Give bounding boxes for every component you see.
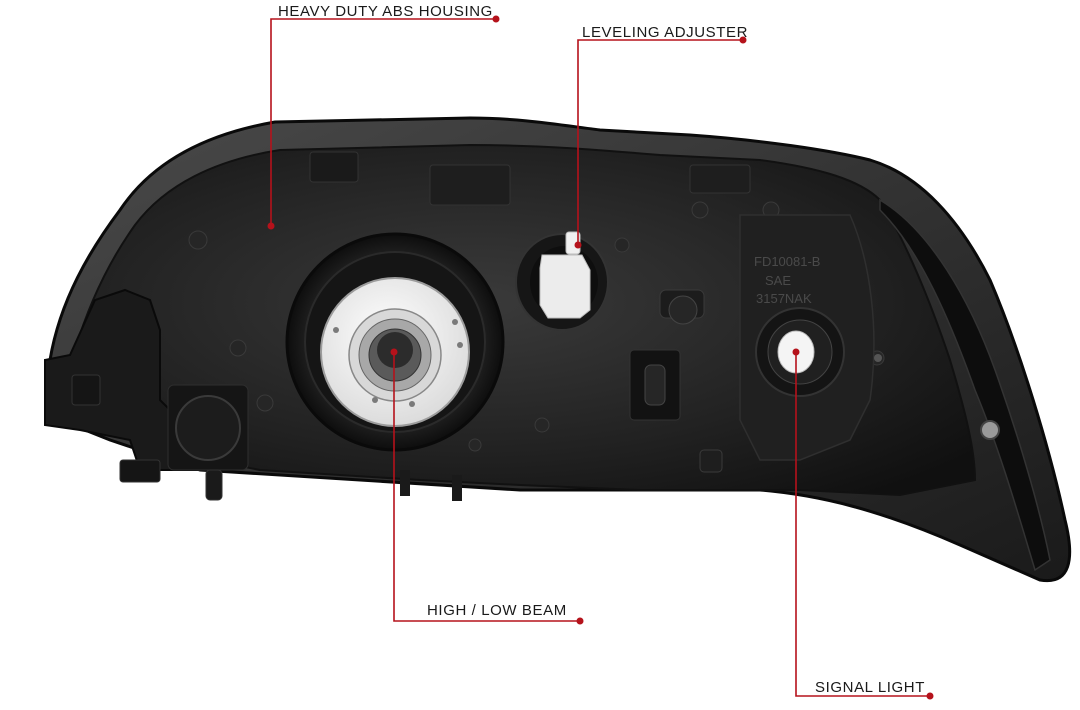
callout-dot-signal-end [926,692,934,700]
callout-dot-signal-start [792,348,800,356]
callout-dots [267,15,934,700]
stamp-line-1: FD10081-B [754,254,820,269]
callout-lines [270,18,930,697]
callout-dot-leveling-start [574,241,582,249]
lower-clip [400,349,723,501]
callout-dot-leveling-end [739,36,747,44]
top-clip-3 [689,164,751,194]
callout-dot-housing-end [492,15,500,23]
stamp-line-3: 3157NAK [756,291,812,306]
callout-label-high-low-beam: HIGH / LOW BEAM [427,602,567,619]
mounting-tab-left [71,374,101,406]
high-low-beam-socket [285,232,505,452]
lens-screw [980,420,1000,440]
leveling-adjuster [515,231,609,331]
lens-edge-right [879,198,1051,572]
top-clip-2 [429,164,511,206]
mounting-tab-left-lower [119,459,161,483]
callout-dot-beam-start [390,348,398,356]
top-clip-1 [309,151,359,183]
callout-line-housing [270,18,496,226]
stamp-line-2: SAE [765,273,791,288]
signal-light-socket [755,307,845,397]
lens-screw-small [874,354,882,362]
callout-dot-beam-end [576,617,584,625]
callout-line-beam [393,352,580,622]
adjuster-post [659,289,705,325]
callout-label-leveling-adjuster: LEVELING ADJUSTER [582,24,749,41]
callout-line-signal [795,352,930,697]
callout-dot-housing-start [267,222,275,230]
callout-label-housing: HEAVY DUTY ABS HOUSING [278,3,493,20]
callout-line-leveling [577,39,743,245]
callout-label-signal-light: SIGNAL LIGHT [815,679,926,696]
access-cap-left [167,384,249,501]
housing-stamp: FD10081-B SAE 3157NAK [754,254,820,306]
